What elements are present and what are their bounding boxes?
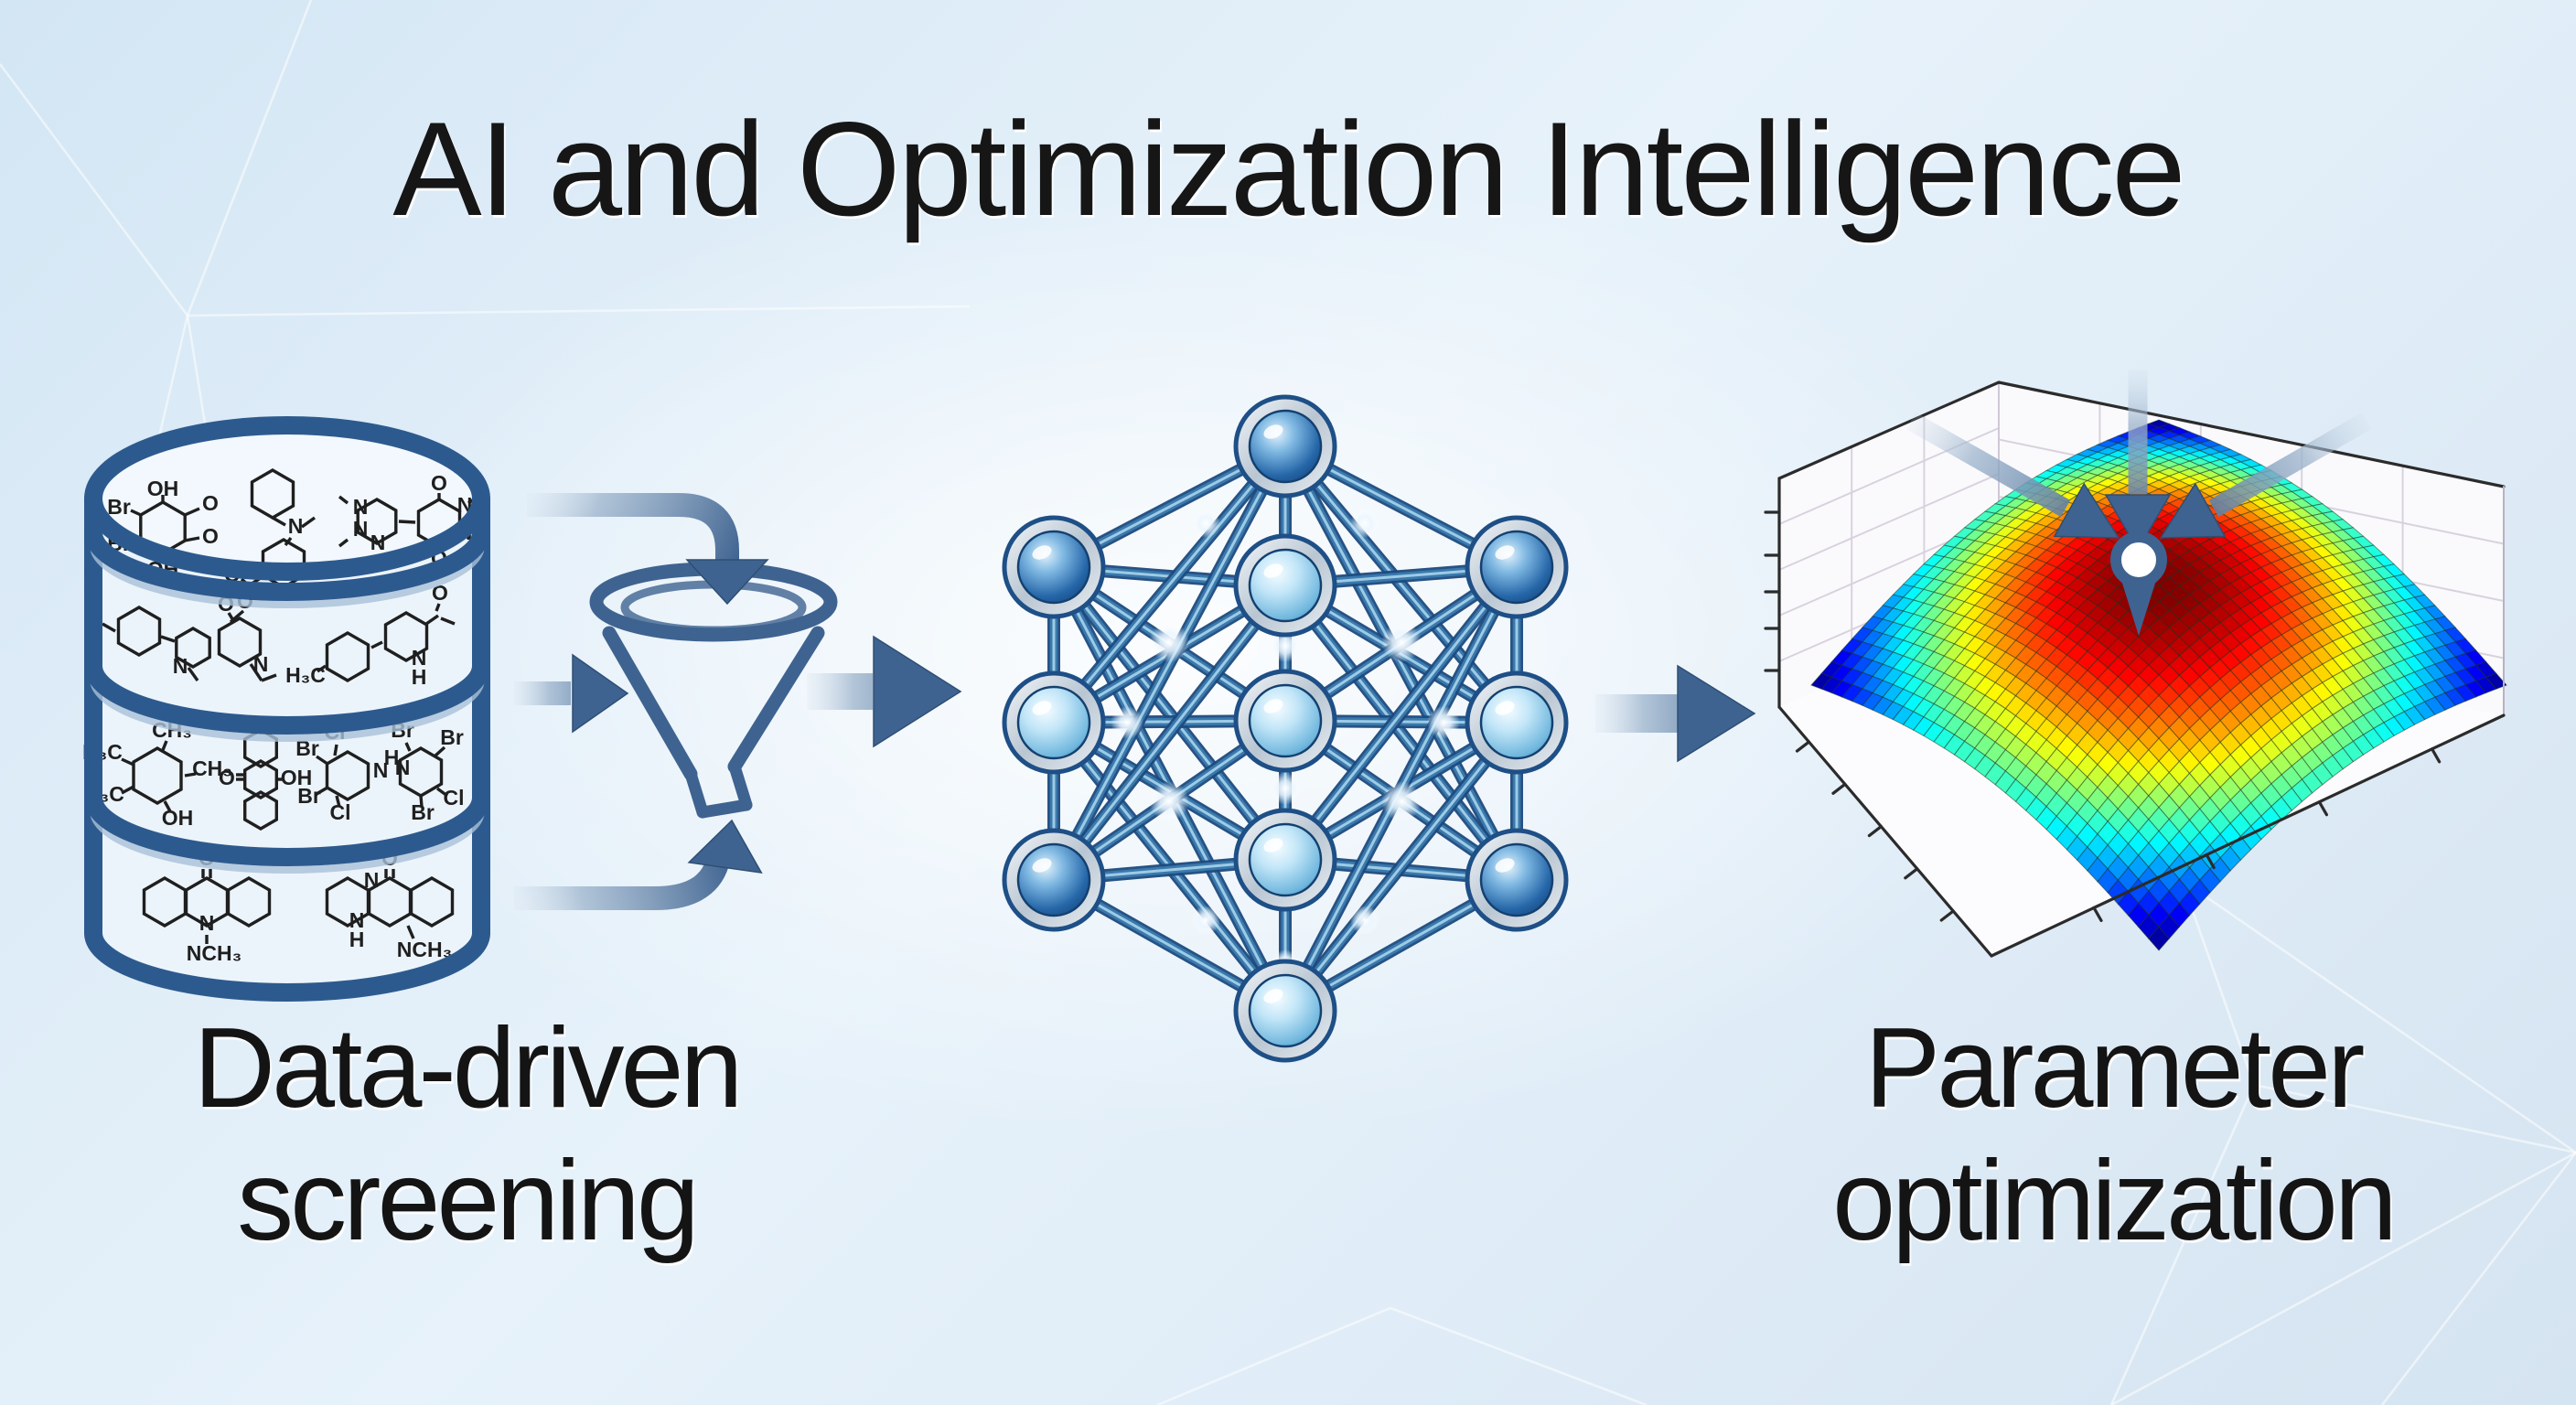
mesh-line — [1390, 1306, 1648, 1405]
caption-data-driven-screening: Data-driven screening — [110, 1003, 823, 1268]
db-to-funnel-bottom-arrow — [514, 819, 763, 910]
nn-edge — [1279, 443, 1523, 884]
svg-text:Br: Br — [411, 800, 435, 824]
svg-text:O: O — [431, 471, 447, 495]
svg-text:N: N — [370, 531, 386, 554]
caption-line: optimization — [1832, 1138, 2398, 1265]
mesh-line — [1156, 1306, 1391, 1405]
sparkle-glow — [1191, 906, 1220, 935]
svg-text:Br: Br — [297, 784, 321, 808]
nn-node — [1233, 959, 1337, 1063]
nn-node — [1465, 670, 1569, 775]
svg-text:OH: OH — [147, 477, 179, 500]
descent-arrow-vertical — [2104, 370, 2172, 552]
page-title: AI and Optimization Intelligence — [392, 94, 2185, 243]
sparkle-glow — [1381, 622, 1422, 662]
svg-text:H: H — [412, 665, 427, 689]
svg-text:O: O — [219, 766, 235, 789]
nn-edge — [1047, 443, 1292, 884]
svg-text:H: H — [349, 928, 365, 951]
mesh-line — [2381, 1152, 2576, 1405]
nn-edge — [1048, 563, 1291, 864]
svg-text:N: N — [353, 495, 369, 519]
caption-line: Data-driven — [193, 1005, 744, 1132]
descent-arrow-right — [2159, 412, 2372, 539]
sparkle-glow — [1381, 781, 1422, 821]
nn-node — [1002, 670, 1106, 775]
mesh-line — [2180, 879, 2256, 1086]
nn-edge — [1048, 442, 1291, 727]
svg-text:O: O — [202, 524, 219, 548]
svg-text:OH: OH — [281, 766, 313, 789]
nn-edge — [1280, 563, 1522, 864]
nn-edge — [1048, 581, 1291, 885]
nn-node — [1002, 515, 1106, 619]
sparkle-glow — [1350, 509, 1379, 538]
nn-node — [1233, 394, 1337, 499]
nn-node — [1002, 828, 1106, 932]
mesh-line — [2110, 1151, 2576, 1405]
mesh-line — [2253, 1083, 2576, 1154]
sparkle-glow — [1149, 622, 1189, 662]
mesh-line — [0, 63, 189, 316]
svg-text:Cl: Cl — [330, 800, 351, 824]
svg-text:H₃C: H₃C — [285, 663, 326, 687]
sparkle-glow — [1427, 706, 1460, 739]
sparkle-glow — [1269, 629, 1302, 662]
svg-text:N: N — [349, 908, 365, 932]
network-to-plot-arrow — [1595, 664, 1756, 763]
sparkle-glow — [1350, 906, 1379, 935]
svg-text:CH₃: CH₃ — [192, 756, 232, 780]
mesh-line — [187, 305, 971, 317]
svg-text:N: N — [395, 756, 411, 779]
nn-node — [1465, 515, 1569, 619]
molecule: O OH — [219, 728, 313, 831]
nn-edge — [1280, 442, 1522, 727]
location-pin-icon — [2110, 531, 2167, 636]
svg-text:Br: Br — [440, 725, 464, 749]
svg-text:N: N — [253, 652, 269, 676]
svg-text:Cl: Cl — [444, 786, 465, 810]
mesh-line — [2109, 1084, 2256, 1405]
svg-text:O: O — [202, 491, 219, 515]
sparkle-glow — [1269, 772, 1302, 805]
caption-line: screening — [237, 1138, 700, 1265]
db-to-funnel-middle-arrow — [514, 653, 629, 734]
mesh-line — [186, 0, 313, 316]
nn-edge — [1280, 718, 1522, 1015]
sparkle-glow — [1111, 706, 1143, 739]
nn-node — [1233, 808, 1337, 912]
mesh-line — [2181, 878, 2576, 1154]
nn-node — [1465, 828, 1569, 932]
svg-text:NCH₃: NCH₃ — [397, 938, 452, 961]
sparkle-glow — [1191, 509, 1220, 538]
svg-text:N: N — [364, 868, 380, 892]
svg-text:Br: Br — [107, 495, 131, 519]
caption-line: Parameter — [1864, 1005, 2366, 1132]
descent-arrow-left — [1905, 412, 2120, 539]
db-to-funnel-top-arrow — [527, 493, 769, 606]
svg-text:N: N — [288, 514, 304, 538]
funnel-to-network-arrow — [807, 635, 962, 748]
svg-text:NCH₃: NCH₃ — [187, 941, 242, 965]
nn-node — [1233, 533, 1337, 638]
svg-text:N: N — [173, 654, 188, 678]
caption-parameter-optimization: Parameter optimization — [1747, 1003, 2479, 1268]
svg-text:N: N — [199, 911, 215, 935]
sparkle-glow — [1149, 781, 1189, 821]
nn-node — [1233, 669, 1337, 773]
svg-text:N: N — [412, 646, 427, 670]
svg-text:H: H — [384, 745, 400, 769]
svg-text:N: N — [353, 517, 369, 541]
svg-text:OH: OH — [162, 806, 194, 830]
svg-text:N: N — [373, 758, 389, 782]
nn-edge — [1280, 581, 1522, 885]
